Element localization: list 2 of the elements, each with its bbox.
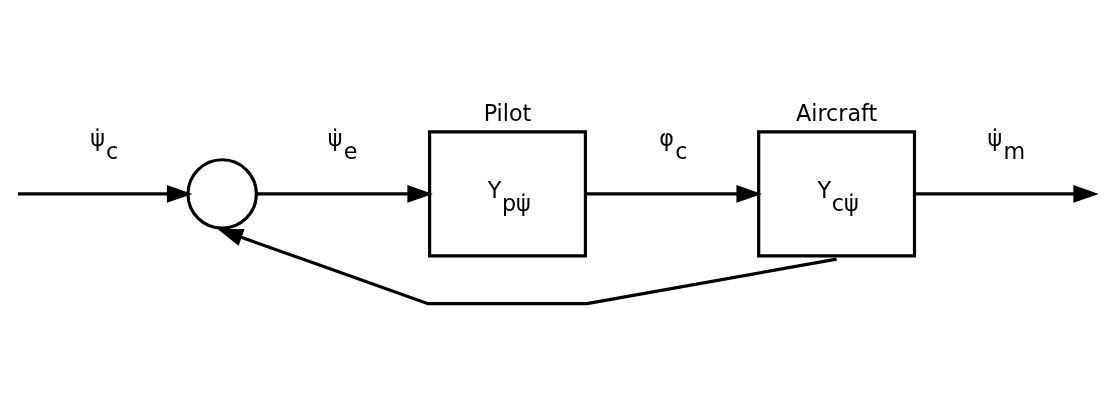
node-label: Aircraft [796,99,878,126]
node-label: Pilot [483,99,532,126]
